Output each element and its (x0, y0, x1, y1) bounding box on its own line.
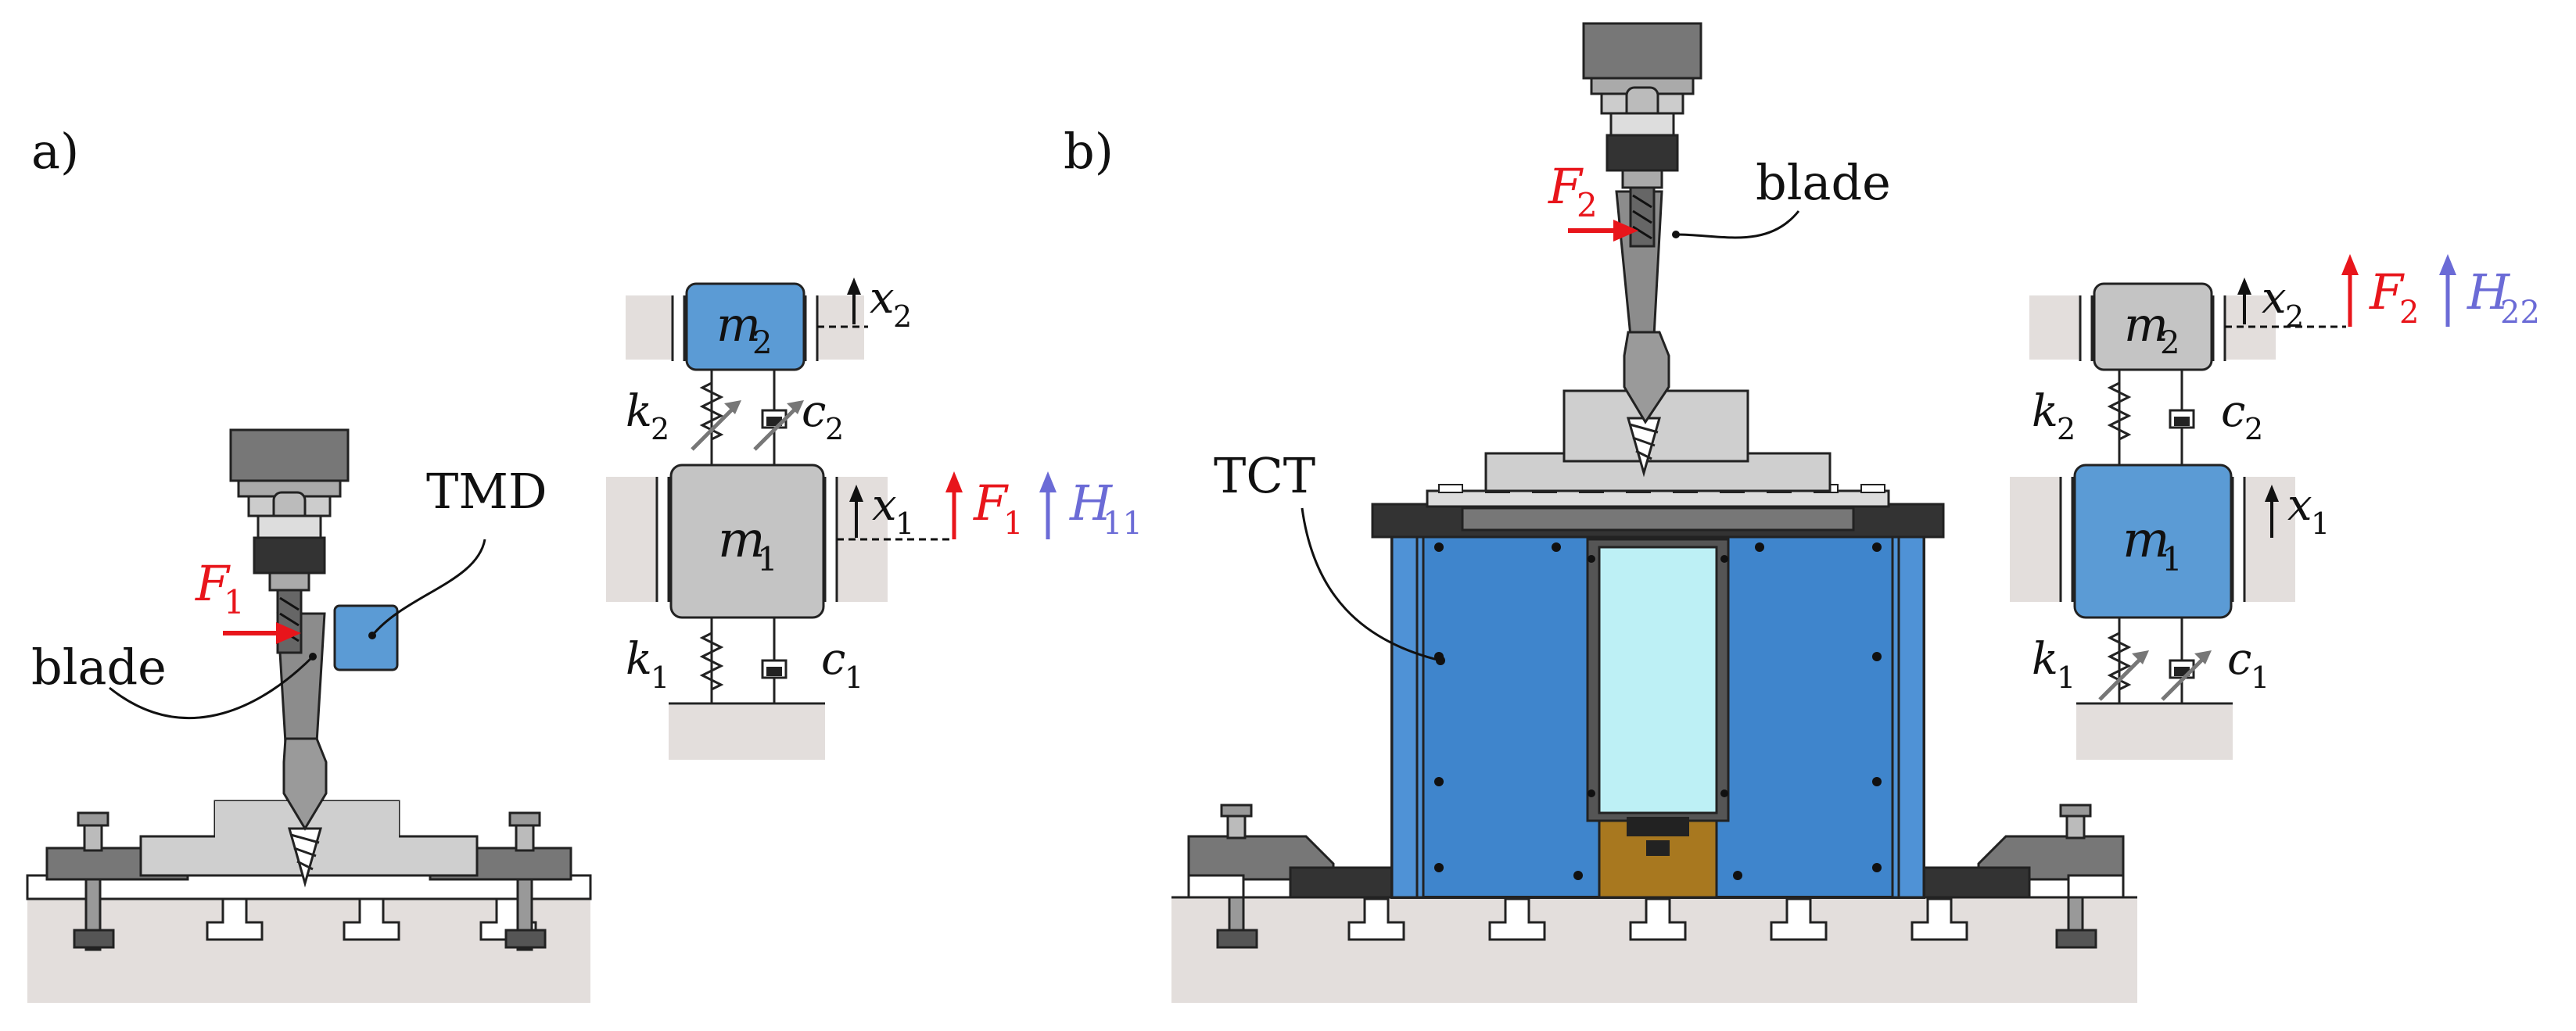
k1-label-a: k (626, 634, 652, 685)
tct-window (1598, 546, 1718, 814)
H11-label: H (1069, 474, 1114, 532)
mass-m1-b (2073, 464, 2233, 619)
ground-b (2076, 705, 2233, 760)
x2-label-b: x (2262, 273, 2287, 324)
force-sub-b: 2 (1577, 186, 1598, 224)
x2-sub-a: 2 (893, 299, 912, 334)
k2-sub-a: 2 (651, 412, 669, 446)
tmd-label: TMD (426, 463, 547, 520)
t-slots-b (1347, 897, 1968, 941)
c1-label-b: c (2227, 634, 2251, 685)
c2-sub-a: 2 (825, 412, 844, 446)
m2-sub-a: 2 (752, 325, 772, 361)
k2-label-b: k (2032, 386, 2058, 437)
mass-m2-b (2093, 282, 2213, 371)
force-label-a: F (195, 555, 231, 612)
blade-label-a: blade (31, 639, 167, 696)
F2-label-model: F (2369, 263, 2405, 320)
H11-sub: 11 (1103, 506, 1143, 542)
k1-label-b: k (2032, 634, 2058, 685)
H22-label: H (2467, 263, 2511, 320)
x1-label-a: x (872, 480, 897, 531)
H22-sub: 22 (2500, 295, 2540, 331)
m1-sub-a: 1 (757, 540, 778, 578)
m2-sub-b: 2 (2160, 325, 2180, 361)
k2-sub-b: 2 (2057, 412, 2076, 446)
panel-a-label: a) (31, 123, 79, 180)
force-sub-a: 1 (224, 583, 245, 621)
c1-sub-a: 1 (845, 660, 863, 695)
F2-sub-model: 2 (2399, 295, 2419, 331)
c2-sub-b: 2 (2244, 412, 2263, 446)
ground-a (669, 705, 825, 760)
m2-label-b: m (2124, 298, 2169, 353)
m1-label-b: m (2122, 511, 2170, 569)
x2-sub-b: 2 (2285, 299, 2304, 334)
spindle (229, 428, 350, 654)
mass-m1-a (669, 464, 825, 619)
m1-sub-b: 1 (2162, 540, 2183, 578)
m2-label-a: m (716, 298, 761, 353)
x1-label-b: x (2287, 480, 2312, 531)
clamp-left-b (1187, 804, 1335, 949)
force-label-b: F (1548, 158, 1584, 215)
c1-sub-b: 1 (2251, 660, 2269, 695)
tmd-block (333, 604, 399, 671)
m1-label-a: m (718, 511, 766, 569)
F1-label-model: F (973, 474, 1009, 532)
x2-label-a: x (870, 273, 895, 324)
blade-label-b: blade (1756, 154, 1891, 211)
spindle-b (1582, 22, 1702, 248)
F1-sub-model: 1 (1003, 506, 1023, 542)
x1-sub-b: 1 (2311, 507, 2330, 541)
panel-b-label: b) (1064, 123, 1114, 180)
c2-label-a: c (802, 386, 826, 437)
k2-label-a: k (626, 386, 652, 437)
k1-sub-a: 1 (651, 660, 669, 695)
tct-label: TCT (1214, 447, 1315, 504)
c2-label-b: c (2221, 386, 2245, 437)
k1-sub-b: 1 (2057, 660, 2076, 695)
c1-label-a: c (821, 634, 845, 685)
mass-m2-a (685, 282, 805, 371)
model-a (606, 277, 1057, 760)
panel-a-setup (26, 428, 592, 1003)
panel-b-setup (1171, 22, 2137, 1003)
model-b (2010, 254, 2456, 760)
x1-sub-a: 1 (895, 507, 914, 541)
